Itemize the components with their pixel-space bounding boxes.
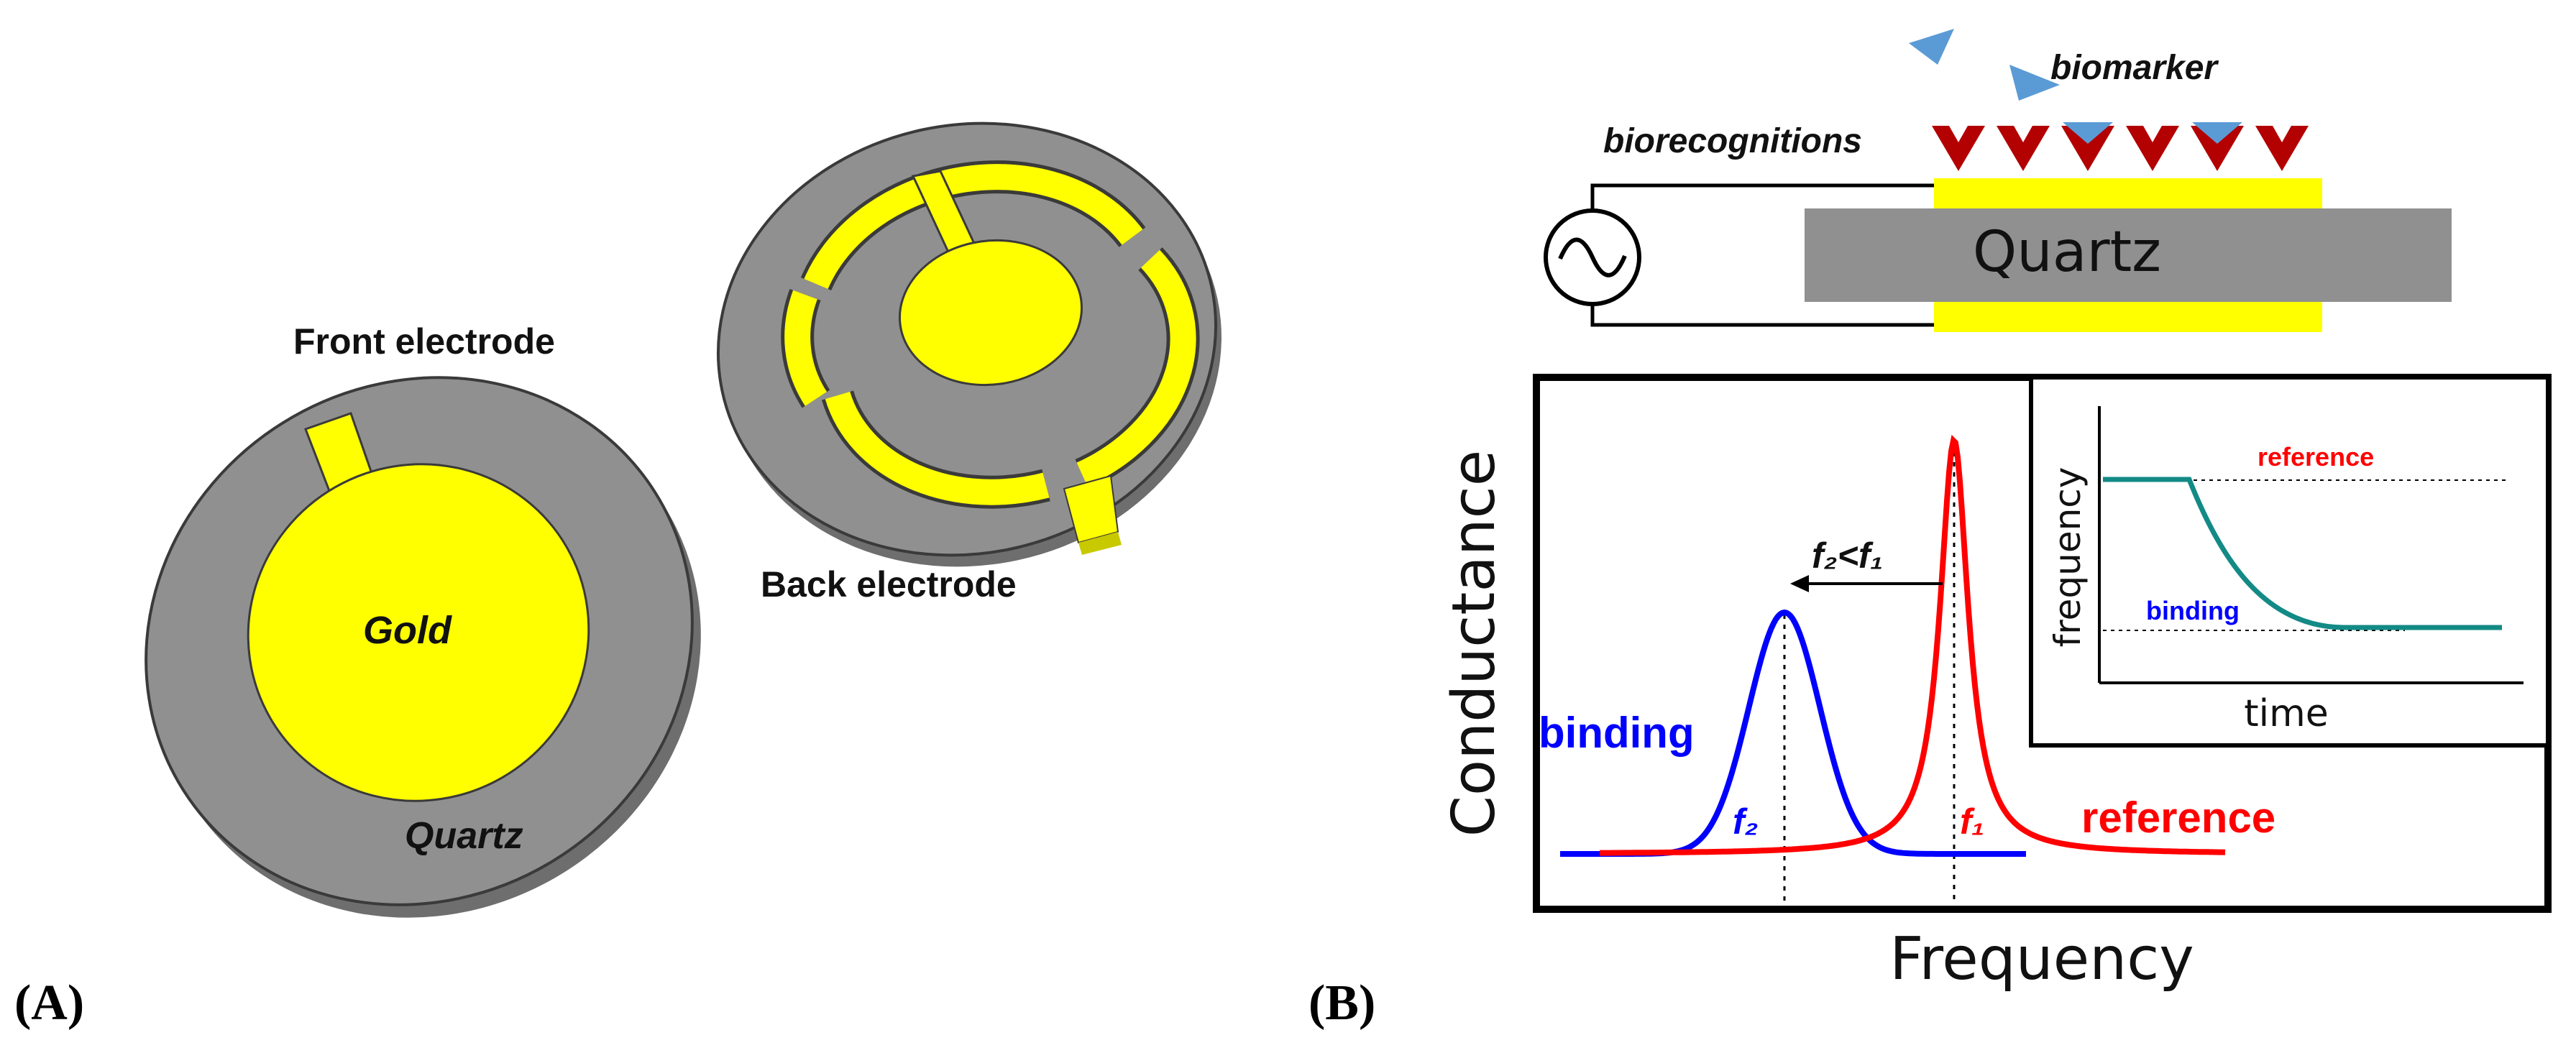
ac-source-icon — [1544, 208, 1641, 306]
inset-x-label: time — [2244, 692, 2328, 735]
quartz-block-label: Quartz — [1973, 220, 2161, 285]
chart-y-axis-label: Conductance — [1440, 450, 1508, 837]
inset-y-label: frequency — [2047, 467, 2089, 648]
shift-arrowhead — [1790, 575, 1809, 592]
panel-a-label: (A) — [14, 975, 84, 1031]
panel-a: Front electrode Back electrode Gold Quar… — [14, 121, 1221, 1031]
f1-label: f₁ — [1960, 801, 1984, 842]
inset-frame — [2029, 375, 2550, 748]
inset-frequency-curve — [2103, 477, 2502, 630]
conductance-chart: Conductance Frequency f₂<f₁ binding refe… — [1440, 374, 2552, 993]
gold-label: Gold — [363, 609, 452, 652]
back-electrode-center — [898, 239, 1083, 387]
biomarker-triangle — [1909, 29, 1954, 65]
biorecognitions-label: biorecognitions — [1603, 122, 1862, 160]
f2-label: f₂ — [1733, 801, 1759, 842]
biomarker-label: biomarker — [2050, 49, 2219, 87]
receptor-chevron — [1997, 126, 2050, 171]
front-electrode-label: Front electrode — [293, 321, 555, 362]
reference-curve — [1600, 434, 2226, 856]
back-electrode-label: Back electrode — [761, 564, 1017, 605]
biorecognition-receptors — [1932, 126, 2309, 171]
binding-label: binding — [1539, 709, 1695, 757]
back-electrode-disc — [717, 121, 1221, 567]
inset-binding-label: binding — [2146, 596, 2240, 625]
panel-b-schematic: Quartz biomarker biorecognitions — [1544, 29, 2452, 332]
shift-label: f₂<f₁ — [1812, 536, 1883, 576]
receptor-chevron — [1932, 126, 1985, 171]
receptor-chevron — [2191, 126, 2244, 171]
biomarker-triangle — [2009, 65, 2060, 101]
bottom-gold-electrode — [1934, 302, 2322, 332]
reference-label: reference — [2081, 794, 2275, 842]
front-electrode-disc — [145, 376, 701, 918]
receptor-chevron — [2061, 126, 2114, 171]
panel-b-label: (B) — [1308, 975, 1375, 1031]
top-gold-electrode — [1934, 178, 2322, 208]
chart-x-axis-label: Frequency — [1889, 925, 2194, 993]
receptor-chevron — [2255, 126, 2309, 171]
biomarker-bound — [2063, 122, 2113, 144]
inset-reference-label: reference — [2258, 442, 2374, 472]
receptor-chevron — [2126, 126, 2179, 171]
gold-electrode — [247, 463, 590, 802]
quartz-block — [1805, 208, 2452, 302]
quartz-label-a: Quartz — [405, 815, 523, 857]
biomarker-bound — [2192, 122, 2242, 144]
biomarkers — [1909, 29, 2242, 144]
inset-plot: frequency time reference binding — [2029, 375, 2550, 748]
